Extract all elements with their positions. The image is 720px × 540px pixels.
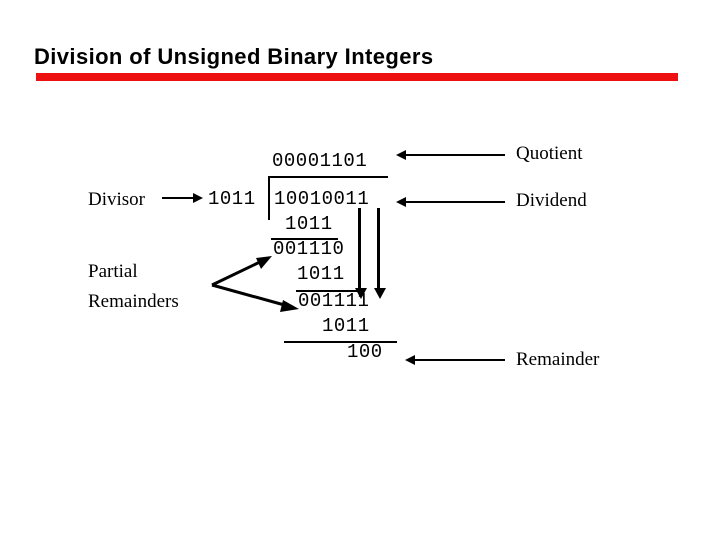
subtrahend-digits-2: 1011 [297, 263, 345, 285]
partial-remainder-digits-1: 001110 [273, 238, 345, 260]
quotient-label: Quotient [516, 143, 583, 164]
remainder-arrow-shaft [413, 359, 505, 361]
subtraction-rule-2 [296, 290, 364, 292]
quotient-arrow-head [396, 150, 406, 160]
subtraction-rule-3 [284, 341, 397, 343]
partial-remainders-label-line1: Partial [88, 261, 138, 282]
divisor-label: Divisor [88, 189, 145, 210]
subtrahend-digits-3: 1011 [322, 315, 370, 337]
title-underline-rule [36, 73, 678, 81]
page-title: Division of Unsigned Binary Integers [34, 44, 434, 69]
bring-down-arrow-shaft-2 [377, 208, 380, 290]
bring-down-arrow-shaft-1 [358, 208, 361, 290]
subtrahend-digits-1: 1011 [285, 213, 333, 235]
dividend-arrow-shaft [404, 201, 505, 203]
bring-down-arrow-head-1 [355, 288, 367, 299]
dividend-digits: 10010011 [274, 188, 370, 210]
division-bracket-vertical [268, 176, 270, 220]
subtraction-rule-1 [271, 238, 338, 240]
dividend-label: Dividend [516, 190, 587, 211]
dividend-arrow-head [396, 197, 406, 207]
partial-remainders-label-line2: Remainders [88, 291, 179, 312]
divisor-arrow-head [193, 193, 203, 203]
remainder-digits: 100 [347, 341, 383, 363]
quotient-digits: 00001101 [272, 150, 368, 172]
quotient-arrow-shaft [404, 154, 505, 156]
divisor-arrow-shaft [162, 197, 195, 199]
partial-remainders-branch-arrows [211, 256, 299, 312]
division-bracket-overbar [268, 176, 388, 178]
partial-remainder-digits-2: 001111 [298, 290, 370, 312]
bring-down-arrow-head-2 [374, 288, 386, 299]
remainder-arrow-head [405, 355, 415, 365]
remainder-label: Remainder [516, 349, 600, 370]
divisor-digits: 1011 [208, 188, 256, 210]
